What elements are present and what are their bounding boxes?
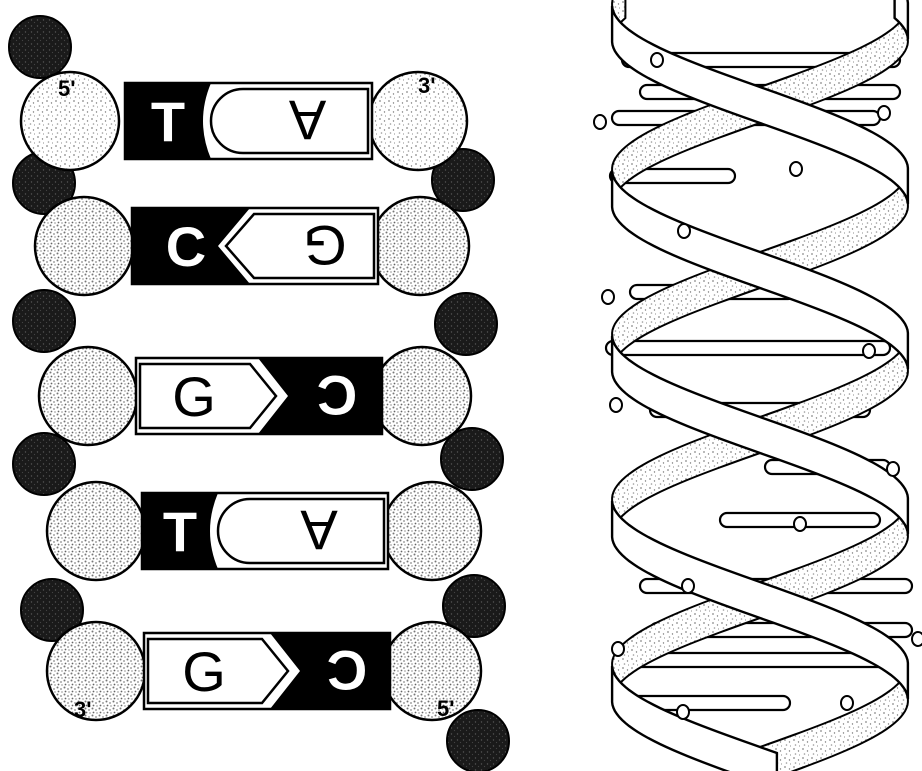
sugar-left-5 — [47, 622, 145, 720]
base-letter-right-1: A — [288, 89, 326, 152]
phosphate-left-1 — [9, 16, 71, 78]
label-3prime-bottom-left: 3' — [74, 697, 91, 722]
helix-strand-2-front-3 — [612, 666, 777, 771]
helix-rung-6 — [606, 341, 890, 355]
helix-hole-1 — [651, 53, 663, 67]
base-letter-left-4: T — [163, 500, 197, 563]
helix-hole-5 — [678, 224, 690, 238]
base-letter-left-2: C — [166, 215, 206, 278]
base-letter-right-4: A — [300, 499, 338, 562]
helix-hole-7 — [863, 344, 875, 358]
base-letter-right-3: C — [317, 364, 357, 427]
sugar-left-2 — [35, 197, 133, 295]
helix-strand-1-front-2 — [612, 171, 908, 369]
sugar-right-3 — [373, 347, 471, 445]
label-5prime-bottom-right: 5' — [437, 696, 454, 721]
base-letter-left-5: G — [182, 640, 226, 703]
helix-hole-11 — [682, 579, 694, 593]
helix-hole-12 — [912, 632, 922, 646]
base-letter-left-3: G — [172, 365, 216, 428]
phosphate-left-6 — [13, 433, 75, 495]
base-right-2 — [226, 214, 374, 278]
label-5prime-top-left: 5' — [58, 76, 75, 101]
base-letter-left-1: T — [151, 90, 185, 153]
phosphate-left-4 — [13, 290, 75, 352]
sugar-right-4 — [383, 482, 481, 580]
helix-hole-15 — [677, 705, 689, 719]
helix-hole-9 — [887, 462, 899, 476]
sugar-right-2 — [371, 197, 469, 295]
helix-hole-14 — [841, 696, 853, 710]
helix-hole-8 — [610, 398, 622, 412]
double-helix — [594, 0, 922, 771]
helix-hole-4 — [790, 162, 802, 176]
helix-strand-1-front-3 — [612, 501, 908, 699]
base-letter-right-2: G — [303, 214, 347, 277]
phosphate-right-5 — [435, 293, 497, 355]
helix-hole-3 — [594, 115, 606, 129]
label-3prime-top-right: 3' — [418, 73, 435, 98]
sugar-left-3 — [39, 347, 137, 445]
phosphate-right-10 — [447, 710, 509, 771]
sugar-right-5 — [383, 622, 481, 720]
helix-hole-10 — [794, 517, 806, 531]
helix-hole-2 — [878, 106, 890, 120]
sugar-left-4 — [47, 482, 145, 580]
helix-hole-6 — [602, 290, 614, 304]
helix-hole-13 — [612, 642, 624, 656]
base-letter-right-5: C — [327, 639, 367, 702]
helix-strand-2-front-2 — [612, 336, 908, 534]
